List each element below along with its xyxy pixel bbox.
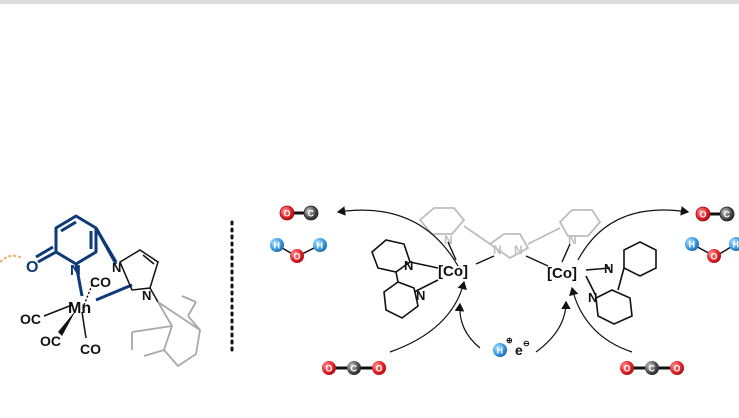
svg-text:H: H: [317, 241, 324, 251]
imidazole-n2-label: N: [142, 288, 151, 303]
bpy-right-n2: N: [588, 290, 597, 305]
water-molecule-icon-left: H O H: [270, 238, 327, 263]
grey-n-right: N: [568, 233, 577, 247]
co-ligand-top: CO: [90, 274, 111, 290]
svg-text:O: O: [294, 252, 301, 262]
svg-text:H: H: [689, 240, 696, 250]
minus-charge: ⊖: [523, 339, 530, 348]
grey-n-mid2: N: [514, 243, 523, 257]
svg-text:O: O: [326, 364, 333, 374]
oc-ligand-bottom: OC: [40, 333, 61, 349]
svg-text:C: C: [351, 364, 358, 374]
imidazole-ring: [119, 249, 159, 303]
right-bipyridine: [585, 241, 657, 325]
co-center-right: [Co]: [547, 265, 577, 282]
mn-complex: O N N N CO Mn OC OC CO: [0, 214, 201, 368]
h-bond-arc: [0, 254, 23, 263]
grey-bridging-ligand: [418, 207, 602, 260]
svg-text:O: O: [674, 364, 681, 374]
bpy-left-n2: N: [416, 288, 425, 303]
grey-n-left: N: [444, 233, 453, 247]
grey-aryl: [131, 295, 201, 368]
pyridone-ring: [35, 214, 133, 302]
svg-text:O: O: [711, 252, 718, 262]
mn-bonds: [43, 284, 93, 339]
svg-text:H: H: [497, 346, 504, 356]
svg-text:H: H: [733, 240, 739, 250]
svg-text:H: H: [274, 241, 281, 251]
bpy-left-n1: N: [404, 258, 413, 273]
imidazole-n1-label: N: [112, 260, 121, 275]
wedge-bond: [58, 310, 76, 336]
co-ligand-bottom: CO: [80, 341, 101, 357]
svg-text:O: O: [624, 364, 631, 374]
co-bonds: [447, 241, 571, 267]
co2-molecule-icon-left: O C O: [322, 361, 386, 375]
co2-molecule-icon-right: O C O: [620, 361, 684, 375]
left-bipyridine: [371, 239, 439, 319]
pyridone-n-label: N: [70, 262, 81, 279]
water-molecule-icon-right: H O H: [685, 237, 739, 263]
svg-text:C: C: [649, 364, 656, 374]
co-molecule-icon-top-right: O C: [695, 206, 735, 222]
bpy-right-n1: N: [604, 261, 613, 276]
grey-n-mid1: N: [493, 243, 502, 257]
plus-charge: ⊕: [506, 336, 513, 345]
svg-text:O: O: [700, 210, 707, 220]
top-border-band: [0, 0, 739, 4]
proton-electron-label: H ⊕ e ⊖: [493, 336, 530, 358]
electron-label: e: [515, 342, 523, 358]
co-center-left: [Co]: [438, 263, 468, 280]
mn-label: Mn: [68, 300, 91, 317]
svg-text:O: O: [284, 209, 291, 219]
svg-text:C: C: [724, 210, 731, 220]
svg-text:C: C: [308, 209, 315, 219]
svg-text:O: O: [376, 364, 383, 374]
oc-ligand-left: OC: [20, 311, 41, 327]
co-molecule-icon-top-left: O C: [279, 205, 319, 221]
co-dimer: N N N N N N N N [Co] [Co]: [336, 206, 690, 353]
carbonyl-o-label: O: [26, 259, 38, 276]
reaction-arrows: [336, 206, 690, 353]
